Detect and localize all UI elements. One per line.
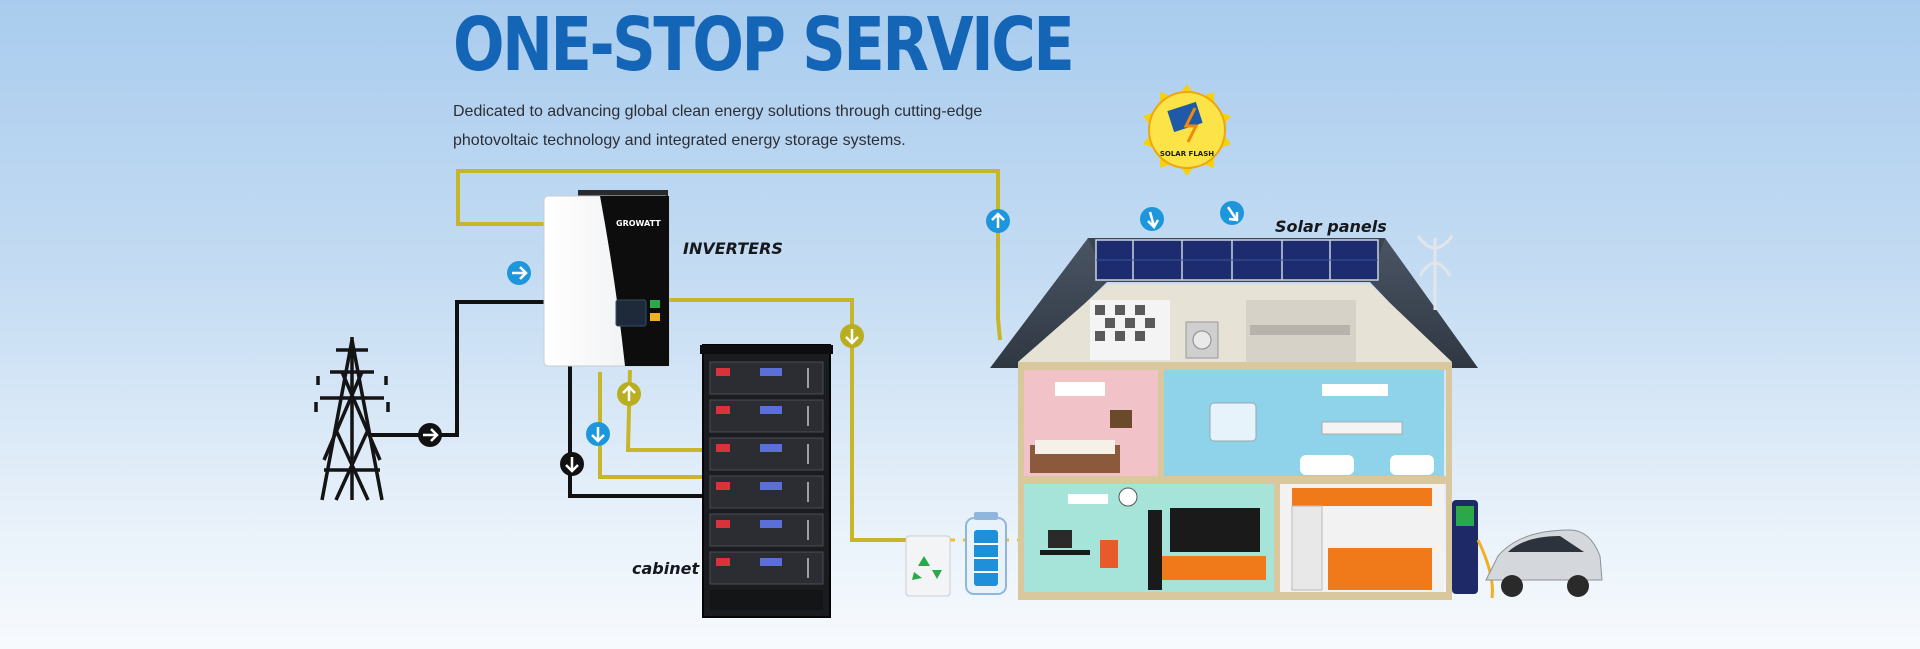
sun-arrow-down-2	[1220, 201, 1244, 225]
battery-modules	[709, 361, 824, 585]
inverters-label: INVERTERS	[683, 239, 783, 258]
sun-arrow-down-1	[1140, 207, 1164, 231]
flow-arrow-down-olive	[840, 324, 864, 348]
logo-badge-text: SOLAR FLASH	[1160, 150, 1214, 158]
car-icon	[1485, 529, 1603, 597]
transmission-tower-icon	[314, 337, 390, 501]
battery-icon	[965, 512, 1007, 595]
flow-arrow-down-blue	[586, 422, 610, 446]
flow-arrow-down-black	[560, 452, 584, 476]
ev-charger-icon	[1452, 500, 1494, 599]
battery-cabinet	[700, 344, 833, 618]
battery-module-terminals	[716, 368, 730, 566]
flow-arrow-right-black	[418, 423, 442, 447]
battery-module-displays	[760, 368, 782, 566]
black-flow-lines	[370, 300, 706, 498]
flow-arrow-up-olive	[617, 382, 641, 406]
page-description: Dedicated to advancing global clean ener…	[453, 103, 983, 149]
solar-flash-logo: SOLAR FLASH	[1143, 84, 1231, 176]
inverter-unit: GROWATT	[543, 190, 670, 367]
solar-panels-label: Solar panels	[1275, 217, 1387, 236]
flow-arrow-right-blue	[507, 261, 531, 285]
wind-turbine-icon	[1416, 235, 1454, 310]
recycle-bin-icon	[905, 535, 951, 597]
flow-arrow-up-blue	[986, 209, 1010, 233]
page-title: ONE-STOP SERVICE	[453, 2, 1075, 88]
house-cutaway	[990, 235, 1478, 600]
cabinet-label: cabinet	[632, 559, 700, 578]
inverter-brand: GROWATT	[616, 219, 661, 228]
solar-panel-array	[1095, 239, 1379, 281]
